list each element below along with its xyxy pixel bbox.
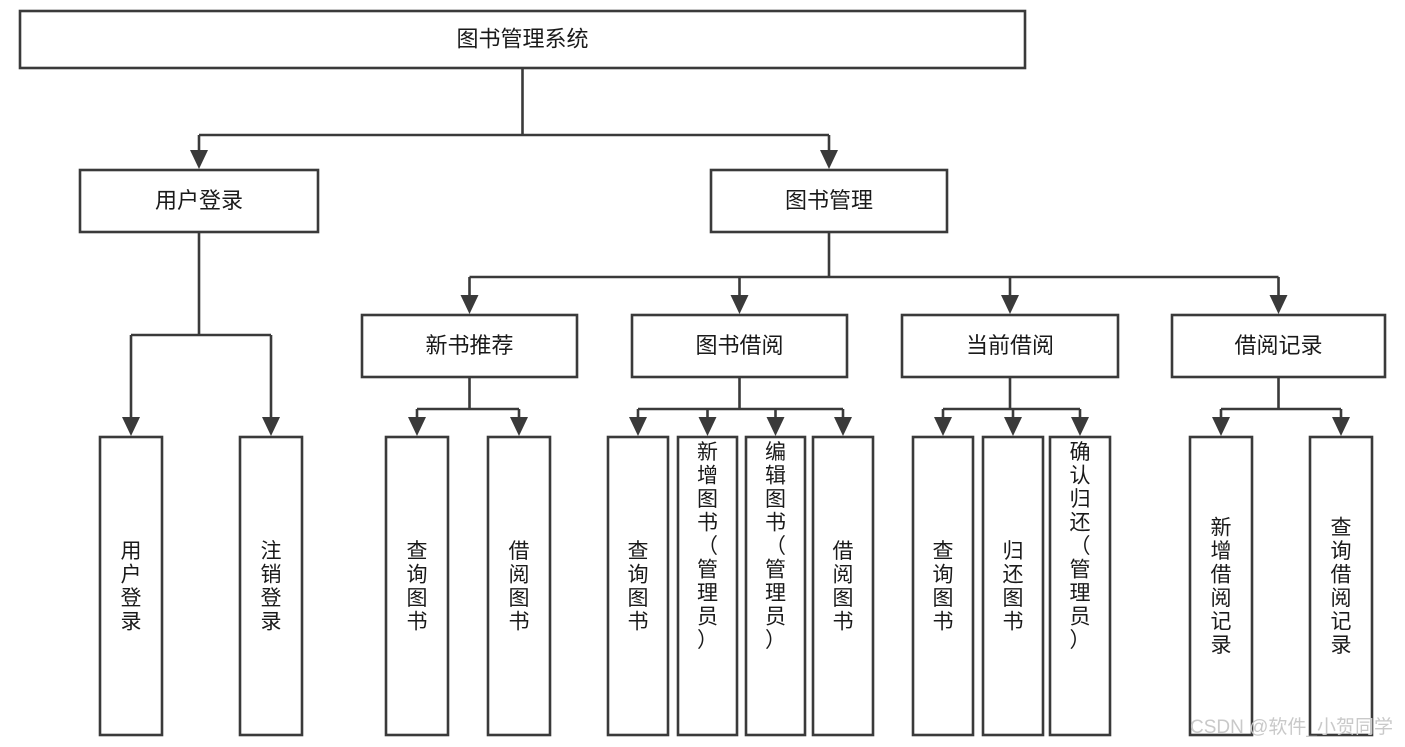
- node-label: 查询借阅记录: [1331, 517, 1352, 658]
- node-label: 新书推荐: [425, 333, 513, 358]
- node-label: 借阅记录: [1234, 333, 1322, 358]
- arrow-l3-to-leaf-1-0: [629, 417, 647, 436]
- node-l3-0[interactable]: 新书推荐: [360, 313, 579, 379]
- arrow-l3-to-leaf-0-0: [408, 417, 426, 436]
- csdn-watermark: CSDN @软件_小贺同学: [1190, 716, 1393, 738]
- arrow-l3-to-leaf-3-1: [1332, 417, 1350, 436]
- arrow-l3-to-leaf-0-1: [510, 417, 528, 436]
- node-box[interactable]: [1170, 313, 1387, 379]
- node-leaf-0[interactable]: 用户登录: [98, 435, 164, 737]
- node-label: 新增图书（管理员）: [697, 441, 718, 652]
- node-box[interactable]: [98, 435, 164, 737]
- node-label: 归还图书: [1003, 540, 1024, 634]
- arrow-l3-to-leaf-1-2: [766, 417, 785, 436]
- node-box[interactable]: [981, 435, 1045, 737]
- node-label: 图书管理系统: [456, 26, 588, 51]
- arrow-l3-to-leaf-1-3: [834, 417, 852, 436]
- node-box[interactable]: [900, 313, 1120, 379]
- node-label: 查询图书: [933, 540, 954, 634]
- arrow-l3-to-leaf-1-1: [698, 417, 717, 436]
- node-leaf-8[interactable]: 查询图书: [911, 435, 975, 737]
- node-leaf-10[interactable]: 确认归还（管理员）: [1048, 435, 1112, 737]
- node-leaf-5[interactable]: 新增图书（管理员）: [676, 435, 739, 737]
- arrow-l3-to-leaf-2-0: [934, 417, 952, 436]
- node-box[interactable]: [911, 435, 975, 737]
- connector-layer: [122, 68, 1350, 436]
- node-box[interactable]: [630, 313, 849, 379]
- node-box[interactable]: [709, 168, 949, 234]
- arrow-login-to-leaf-0: [122, 417, 140, 436]
- node-box[interactable]: [1048, 435, 1112, 737]
- node-box[interactable]: [486, 435, 552, 737]
- node-layer: 图书管理系统用户登录图书管理新书推荐图书借阅当前借阅借阅记录用户登录注销登录查询…: [18, 9, 1387, 737]
- node-leaf-1[interactable]: 注销登录: [238, 435, 304, 737]
- arrow-l3-to-leaf-3-0: [1212, 417, 1230, 436]
- arrow-l2-to-l3-3: [1269, 295, 1288, 314]
- arrow-l2-to-l3-1: [730, 295, 749, 314]
- node-leaf-6[interactable]: 编辑图书（管理员）: [744, 435, 807, 737]
- node-box[interactable]: [676, 435, 739, 737]
- node-label: 新增借阅记录: [1211, 517, 1232, 658]
- arrow-l3-to-leaf-2-2: [1071, 417, 1089, 436]
- node-leaf-12[interactable]: 查询借阅记录: [1308, 435, 1374, 737]
- node-label: 图书借阅: [695, 333, 783, 358]
- node-label: 用户登录: [121, 540, 142, 634]
- node-label: 编辑图书（管理员）: [765, 441, 786, 652]
- node-box[interactable]: [1188, 435, 1254, 737]
- node-root-0[interactable]: 图书管理系统: [18, 9, 1027, 70]
- node-box[interactable]: [384, 435, 450, 737]
- node-l3-3[interactable]: 借阅记录: [1170, 313, 1387, 379]
- node-box[interactable]: [811, 435, 875, 737]
- node-label: 当前借阅: [966, 333, 1054, 358]
- node-box[interactable]: [78, 168, 320, 234]
- arrow-root-to-l2-0: [190, 150, 208, 169]
- node-leaf-3[interactable]: 借阅图书: [486, 435, 552, 737]
- node-l3-1[interactable]: 图书借阅: [630, 313, 849, 379]
- node-label: 查询图书: [407, 540, 428, 634]
- node-leaf-11[interactable]: 新增借阅记录: [1188, 435, 1254, 737]
- arrow-login-to-leaf-1: [262, 417, 280, 436]
- node-box[interactable]: [360, 313, 579, 379]
- node-label: 借阅图书: [833, 540, 854, 634]
- node-l2-0[interactable]: 用户登录: [78, 168, 320, 234]
- arrow-l2-to-l3-2: [1001, 295, 1019, 314]
- arrow-l2-to-l3-0: [460, 295, 479, 314]
- node-label: 查询图书: [628, 540, 649, 634]
- node-label: 图书管理: [785, 188, 873, 213]
- node-leaf-7[interactable]: 借阅图书: [811, 435, 875, 737]
- node-box[interactable]: [744, 435, 807, 737]
- node-box[interactable]: [1308, 435, 1374, 737]
- node-label: 确认归还（管理员）: [1070, 441, 1091, 652]
- node-box[interactable]: [238, 435, 304, 737]
- arrow-l3-to-leaf-2-1: [1004, 417, 1022, 436]
- node-l3-2[interactable]: 当前借阅: [900, 313, 1120, 379]
- node-l2-1[interactable]: 图书管理: [709, 168, 949, 234]
- node-box[interactable]: [18, 9, 1027, 70]
- node-leaf-2[interactable]: 查询图书: [384, 435, 450, 737]
- node-label: 注销登录: [261, 540, 282, 634]
- node-box[interactable]: [606, 435, 670, 737]
- node-leaf-9[interactable]: 归还图书: [981, 435, 1045, 737]
- node-label: 借阅图书: [509, 540, 530, 634]
- arrow-root-to-l2-1: [820, 150, 838, 169]
- node-label: 用户登录: [155, 188, 243, 213]
- node-leaf-4[interactable]: 查询图书: [606, 435, 670, 737]
